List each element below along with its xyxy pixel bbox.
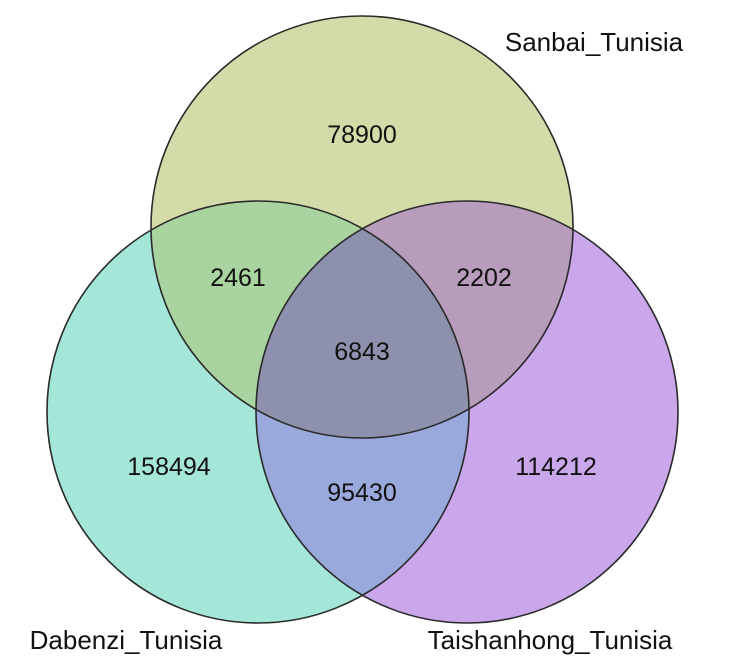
dabenzi-set-label: Dabenzi_Tunisia [30,625,223,655]
sanbai-outline [150,15,574,439]
taishanhong-outline [255,200,679,624]
taishanhong-set-label: Taishanhong_Tunisia [428,625,673,655]
all-three-count: 6843 [334,338,390,366]
sanbai-dabenzi-count: 2461 [210,264,266,292]
dabenzi-only-count: 158494 [127,453,211,481]
sanbai-only-count: 78900 [327,121,397,149]
dabenzi-taishanhong-count: 95430 [327,479,397,507]
sanbai-taishanhong-count: 2202 [456,264,512,292]
dabenzi-outline [46,200,470,624]
taishanhong-only-count: 114212 [515,453,597,481]
sanbai-set-label: Sanbai_Tunisia [505,27,684,57]
